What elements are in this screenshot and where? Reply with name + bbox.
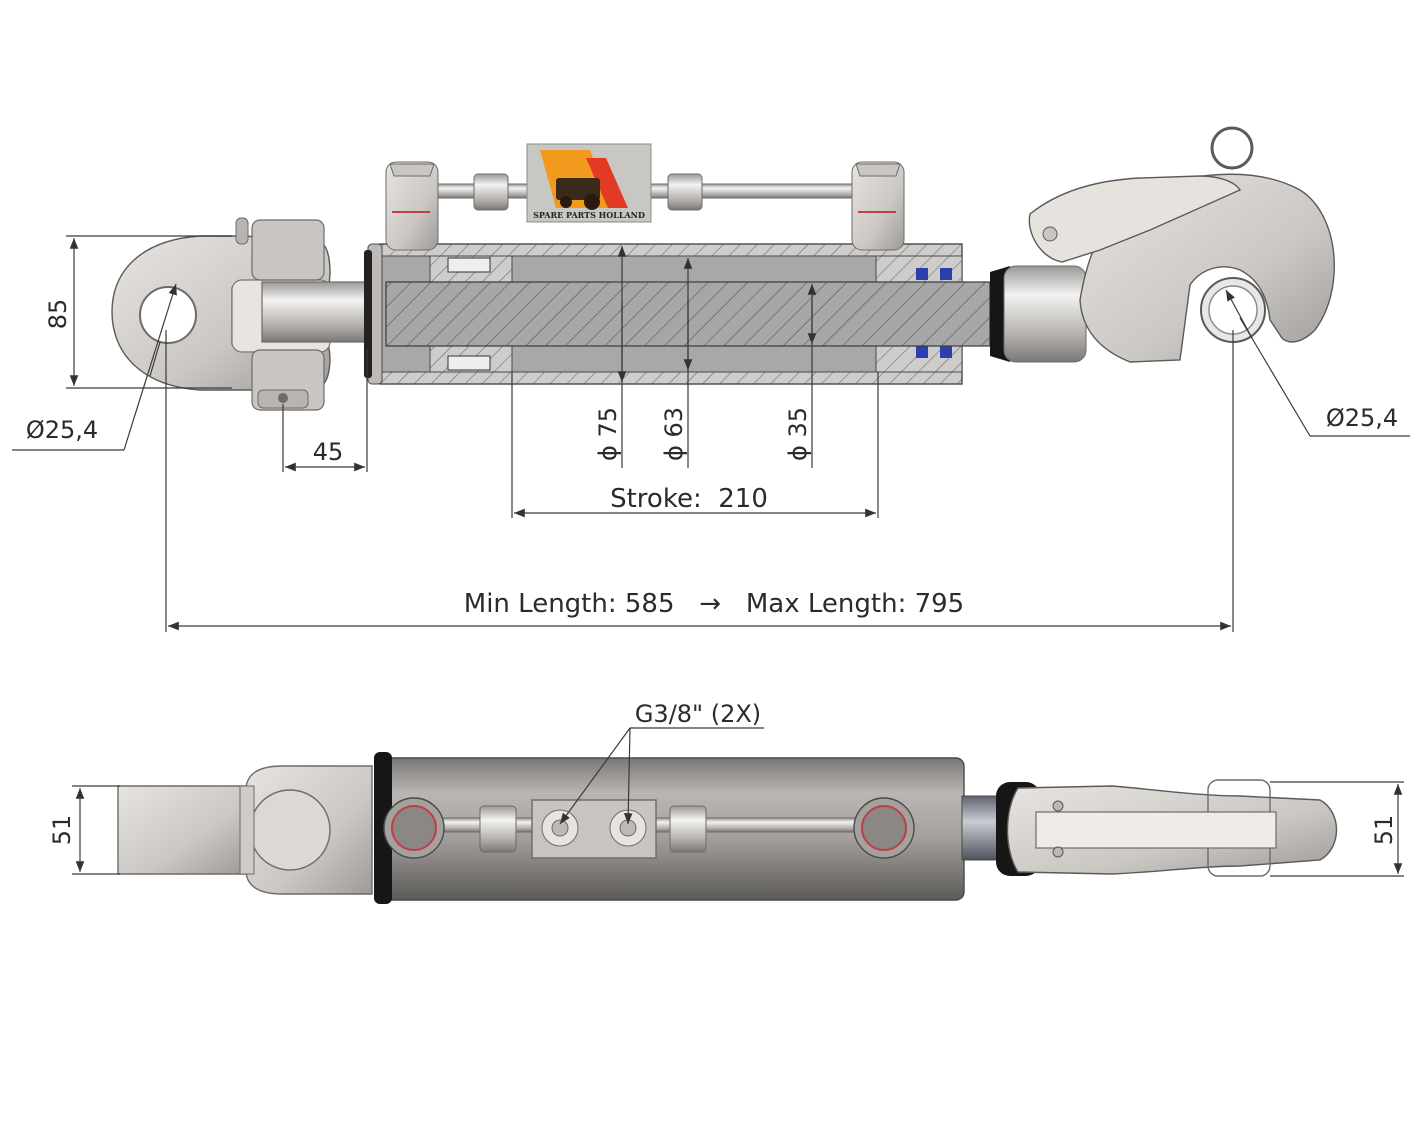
dim-right-width-label: 51: [1370, 815, 1398, 846]
dim-port-label: G3/8" (2X): [635, 700, 761, 728]
dim-port: G3/8" (2X): [559, 700, 764, 825]
left-eye-top-view: [117, 765, 373, 895]
dim-stroke: Stroke: 210: [511, 372, 879, 518]
cylinder-barrel-section: [364, 243, 1010, 385]
dim-total-length: Min Length: 585 → Max Length: 795: [165, 330, 1234, 632]
dim-bore-diameter-label: ϕ 63: [660, 407, 688, 461]
hook-top-view: [961, 779, 1338, 877]
dim-left-width: 51: [48, 785, 120, 875]
dim-eye-height: 85: [44, 235, 232, 389]
side-section-view: SPARE PARTS HOLLAND 85 Ø25,4: [12, 126, 1410, 632]
left-clevis-eye: [111, 217, 367, 411]
dim-eye-height-label: 85: [44, 299, 72, 330]
dim-diameters: ϕ 75 ϕ 63 ϕ 35: [594, 246, 817, 468]
dim-rod-diameter-label: ϕ 35: [784, 407, 812, 461]
dim-clevis-length-label: 45: [313, 438, 344, 466]
dim-right-bore-label: Ø25,4: [1326, 404, 1398, 432]
barrel-top-view: [374, 752, 965, 904]
dim-stroke-label: Stroke: 210: [610, 484, 768, 514]
dim-left-bore-label: Ø25,4: [26, 416, 98, 444]
top-view: G3/8" (2X) 51 51: [48, 700, 1404, 904]
right-hook: [1003, 126, 1335, 363]
dim-right-width: 51: [1270, 781, 1404, 877]
dim-outer-diameter-label: ϕ 75: [594, 407, 622, 461]
dim-total-length-label: Min Length: 585 → Max Length: 795: [464, 589, 964, 619]
dim-left-bore: Ø25,4: [12, 283, 177, 451]
dim-left-width-label: 51: [48, 815, 76, 846]
brand-logo-text: SPARE PARTS HOLLAND: [533, 210, 645, 220]
dim-right-bore: Ø25,4: [1225, 289, 1410, 437]
brand-logo: SPARE PARTS HOLLAND: [526, 143, 652, 223]
dim-clevis-length: 45: [282, 350, 368, 472]
hydraulic-line: [385, 161, 905, 251]
